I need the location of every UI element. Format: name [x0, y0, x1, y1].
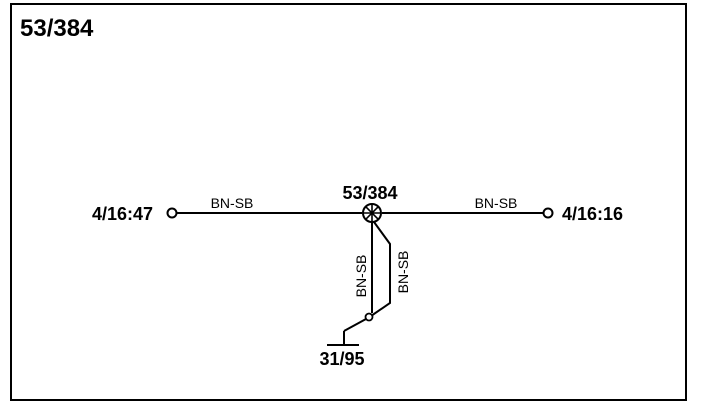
diagram-title: 53/384 [20, 15, 94, 42]
terminal-right [542, 207, 554, 219]
terminal-ground [364, 312, 374, 322]
ground-label: 31/95 [319, 349, 364, 369]
splice-icon [362, 203, 382, 223]
wire-down-right [370, 221, 391, 317]
wire-left-label: BN-SB [211, 195, 254, 211]
splice-label: 53/384 [342, 183, 397, 203]
wire-down-left-label: BN-SB [353, 255, 369, 298]
wire-right-label: BN-SB [475, 195, 518, 211]
connection-left-label: 4/16:47 [92, 204, 153, 224]
terminal-left [166, 207, 178, 219]
diagram-frame [10, 3, 687, 401]
ground-switch-line [343, 318, 367, 332]
wire-down-right-label: BN-SB [395, 251, 411, 294]
connection-right-label: 4/16:16 [562, 204, 623, 224]
